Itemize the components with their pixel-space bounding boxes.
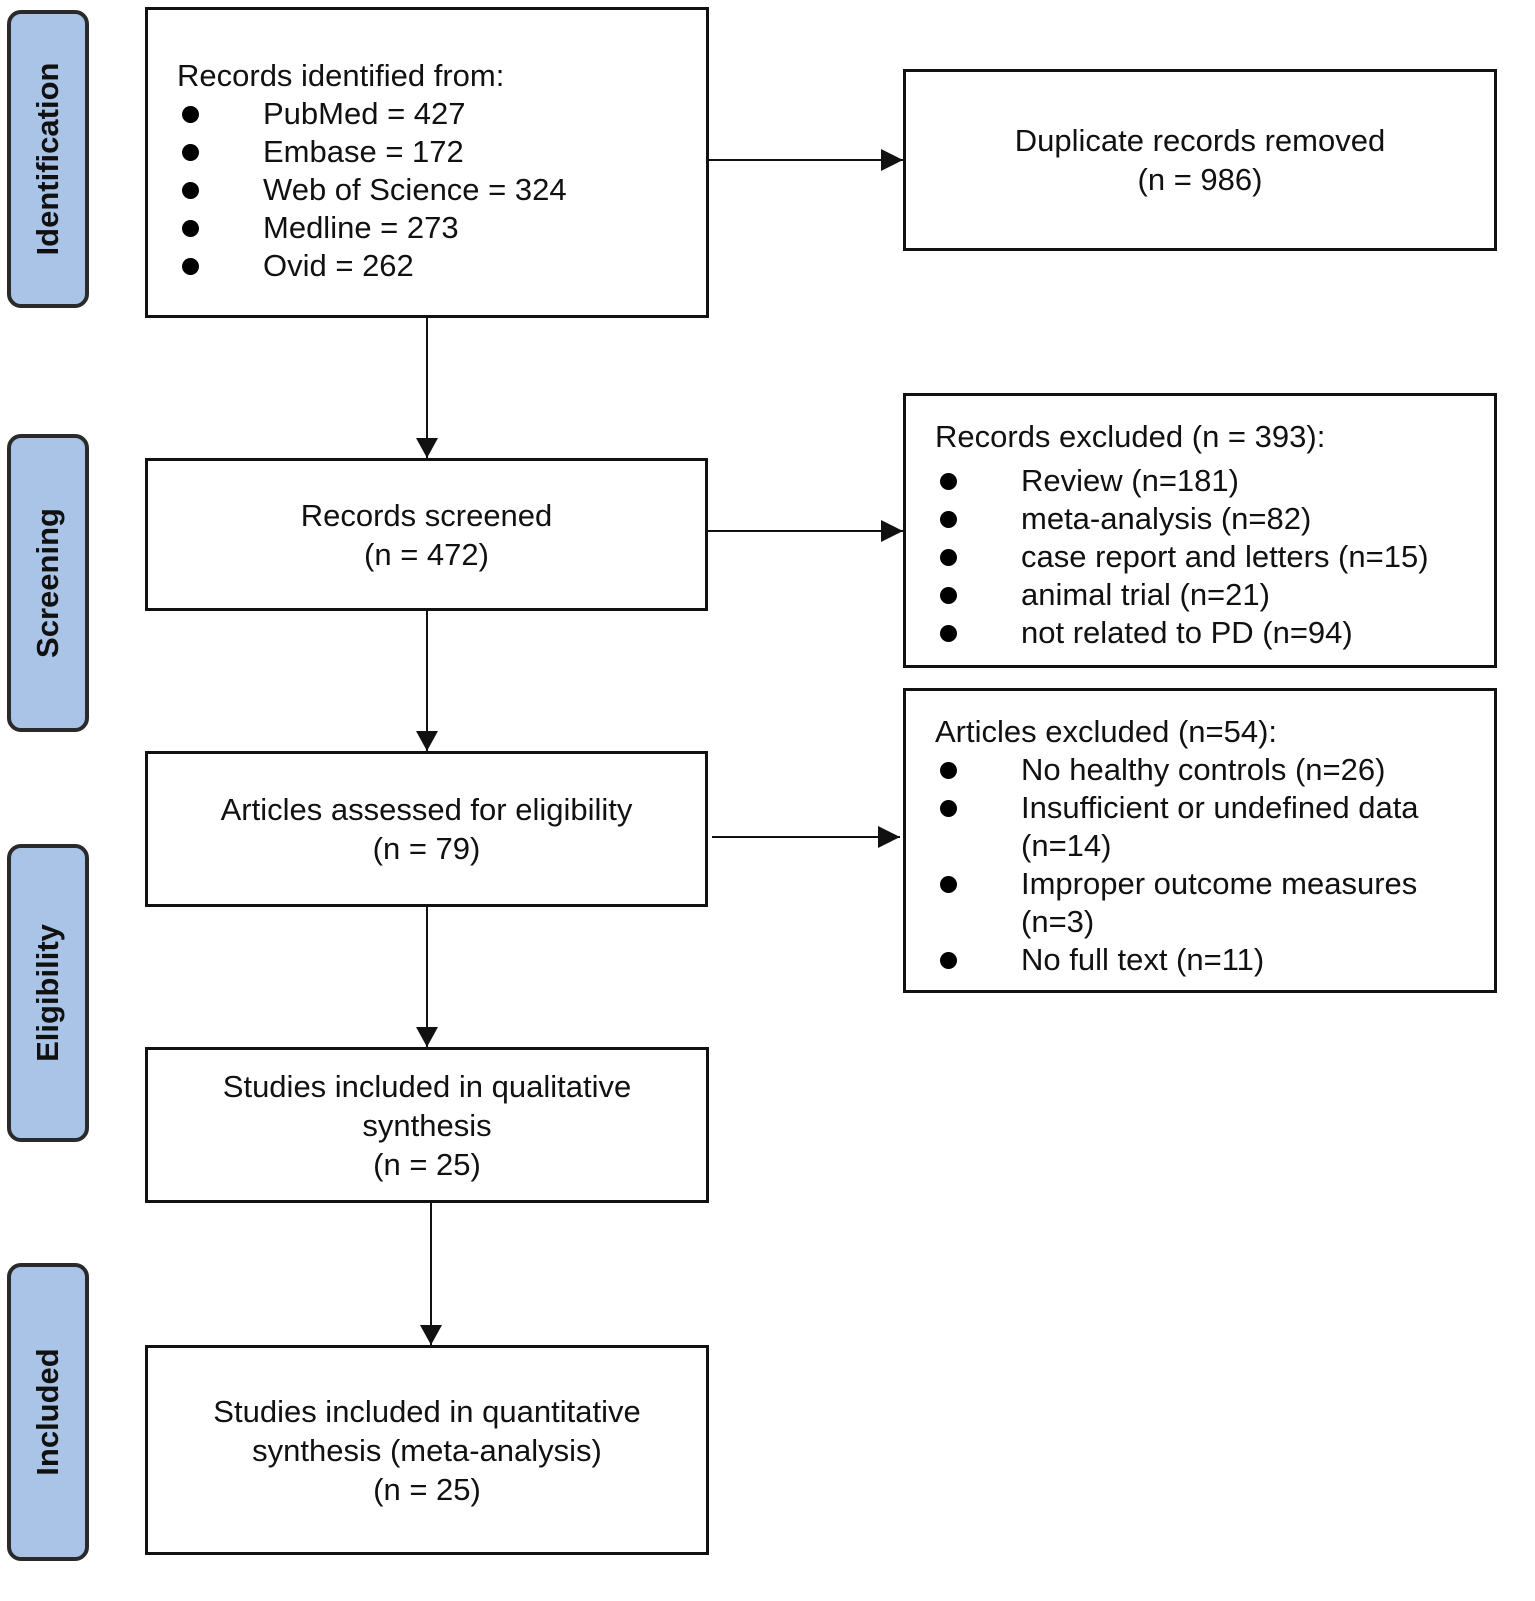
articles-excluded-heading: Articles excluded (n=54): — [935, 714, 1278, 749]
arrowhead-screened — [416, 438, 438, 458]
arrowhead-records-excluded — [881, 520, 903, 542]
source-ovid: Ovid = 262 — [177, 247, 706, 285]
arrowhead-articles-excluded — [878, 826, 900, 848]
stage-eligibility: Eligibility — [7, 844, 89, 1142]
records-screened-count: (n = 472) — [364, 536, 489, 572]
qualitative-synthesis-count: (n = 25) — [373, 1146, 481, 1182]
excluded-insufficient-data: Insufficient or undefined data (n=14) — [935, 789, 1464, 865]
source-embase: Embase = 172 — [177, 133, 706, 171]
source-pubmed: PubMed = 427 — [177, 95, 706, 133]
qualitative-synthesis-box: Studies included in qualitative synthesi… — [145, 1047, 709, 1203]
records-excluded-heading: Records excluded (n = 393): — [935, 419, 1326, 454]
source-web-of-science: Web of Science = 324 — [177, 171, 706, 209]
excluded-case-report: case report and letters (n=15) — [935, 538, 1494, 576]
duplicates-removed-label: Duplicate records removed — [1014, 123, 1386, 158]
stage-included: Included — [7, 1263, 89, 1561]
excluded-improper-outcome: Improper outcome measures (n=3) — [935, 865, 1464, 941]
arrowhead-duplicates — [881, 149, 903, 171]
records-identified-list: PubMed = 427 Embase = 172 Web of Science… — [177, 95, 706, 285]
articles-excluded-list: No healthy controls (n=26) Insufficient … — [935, 751, 1464, 979]
records-excluded-box: Records excluded (n = 393): Review (n=18… — [903, 393, 1497, 668]
arrowhead-assessed — [416, 731, 438, 751]
arrowhead-quantitative — [420, 1325, 442, 1345]
duplicates-removed-box: Duplicate records removed (n = 986) — [903, 69, 1497, 251]
excluded-animal-trial: animal trial (n=21) — [935, 576, 1494, 614]
excluded-no-full-text: No full text (n=11) — [935, 941, 1464, 979]
duplicates-removed-count: (n = 986) — [1137, 162, 1263, 197]
records-screened-box: Records screened (n = 472) — [145, 458, 708, 611]
stage-screening: Screening — [7, 434, 89, 732]
records-screened-label: Records screened — [300, 497, 553, 533]
qualitative-synthesis-line1: Studies included in qualitative — [222, 1068, 632, 1104]
articles-assessed-box: Articles assessed for eligibility (n = 7… — [145, 751, 708, 907]
arrowhead-qualitative — [416, 1027, 438, 1047]
articles-excluded-box: Articles excluded (n=54): No healthy con… — [903, 688, 1497, 993]
excluded-meta-analysis: meta-analysis (n=82) — [935, 500, 1494, 538]
stage-identification: Identification — [7, 10, 89, 308]
articles-assessed-count: (n = 79) — [372, 831, 481, 866]
records-identified-heading: Records identified from: — [177, 58, 505, 93]
articles-assessed-label: Articles assessed for eligibility — [220, 792, 633, 827]
qualitative-synthesis-line2: synthesis — [362, 1107, 492, 1143]
records-identified-box: Records identified from: PubMed = 427 Em… — [145, 7, 709, 318]
quantitative-synthesis-line1: Studies included in quantitative — [213, 1393, 641, 1429]
source-medline: Medline = 273 — [177, 209, 706, 247]
excluded-review: Review (n=181) — [935, 462, 1494, 500]
quantitative-synthesis-box: Studies included in quantitative synthes… — [145, 1345, 709, 1555]
excluded-no-healthy-controls: No healthy controls (n=26) — [935, 751, 1464, 789]
quantitative-synthesis-line2: synthesis (meta-analysis) — [252, 1432, 602, 1468]
records-excluded-list: Review (n=181) meta-analysis (n=82) case… — [935, 462, 1494, 652]
quantitative-synthesis-count: (n = 25) — [373, 1471, 481, 1507]
excluded-not-related: not related to PD (n=94) — [935, 614, 1494, 652]
